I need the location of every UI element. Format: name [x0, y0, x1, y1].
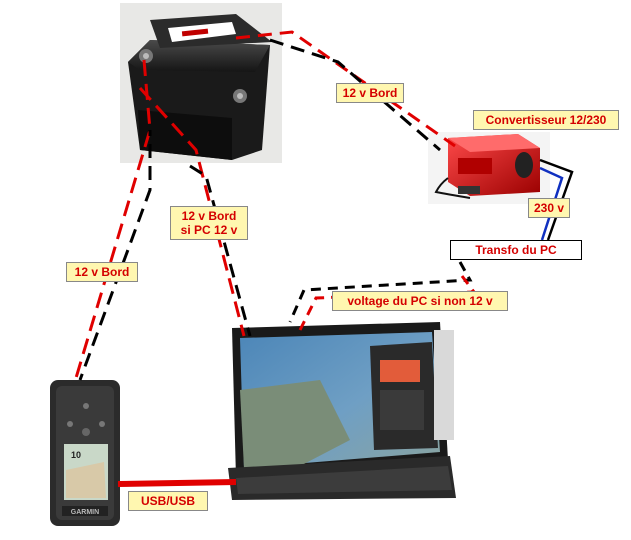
label-usb: USB/USB [128, 491, 208, 511]
usb-cable [117, 479, 237, 487]
gps-brand-label: GARMIN [71, 509, 99, 516]
label-transfo-du-pc: Transfo du PC [450, 240, 582, 260]
label-12v-bord-left: 12 v Bord [66, 262, 138, 282]
wire-transfo-to-laptop [288, 261, 477, 331]
label-pc-line2: si PC 12 v [180, 223, 238, 237]
label-transfo-text: Transfo du PC [475, 243, 557, 257]
laptop-icon [228, 322, 456, 500]
gps-screen-number: 10 [71, 450, 81, 460]
label-12v-bord-top: 12 v Bord [336, 83, 404, 103]
label-pc-line1: 12 v Bord [181, 209, 237, 223]
label-voltage-du-pc: voltage du PC si non 12 v [332, 291, 508, 311]
label-230v: 230 v [528, 198, 570, 218]
wire-battery-to-inverter [235, 30, 456, 152]
wire-battery-to-gps [74, 59, 152, 381]
inverter-icon [428, 132, 550, 204]
label-12v-bord-pc: 12 v Bord si PC 12 v [170, 206, 248, 240]
gps-icon: GARMIN 10 [50, 380, 120, 526]
label-convertisseur: Convertisseur 12/230 [473, 110, 619, 130]
battery-icon [120, 3, 282, 163]
wire-battery-to-laptop [138, 86, 252, 337]
